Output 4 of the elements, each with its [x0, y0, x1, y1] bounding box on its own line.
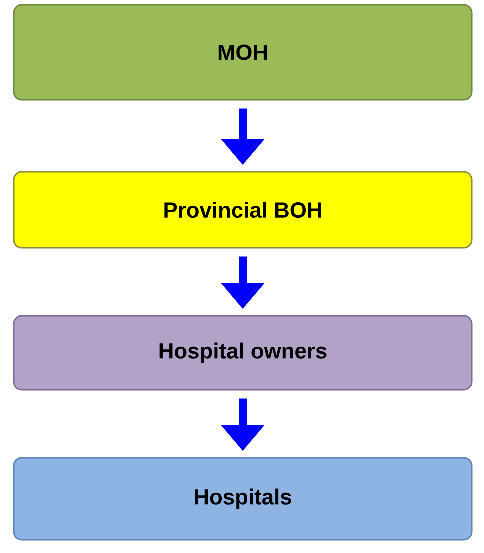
process-box: MOH	[13, 4, 473, 101]
process-box: Hospital owners	[13, 315, 473, 391]
process-box: Hospitals	[13, 457, 473, 541]
process-box: Provincial BOH	[13, 171, 473, 249]
